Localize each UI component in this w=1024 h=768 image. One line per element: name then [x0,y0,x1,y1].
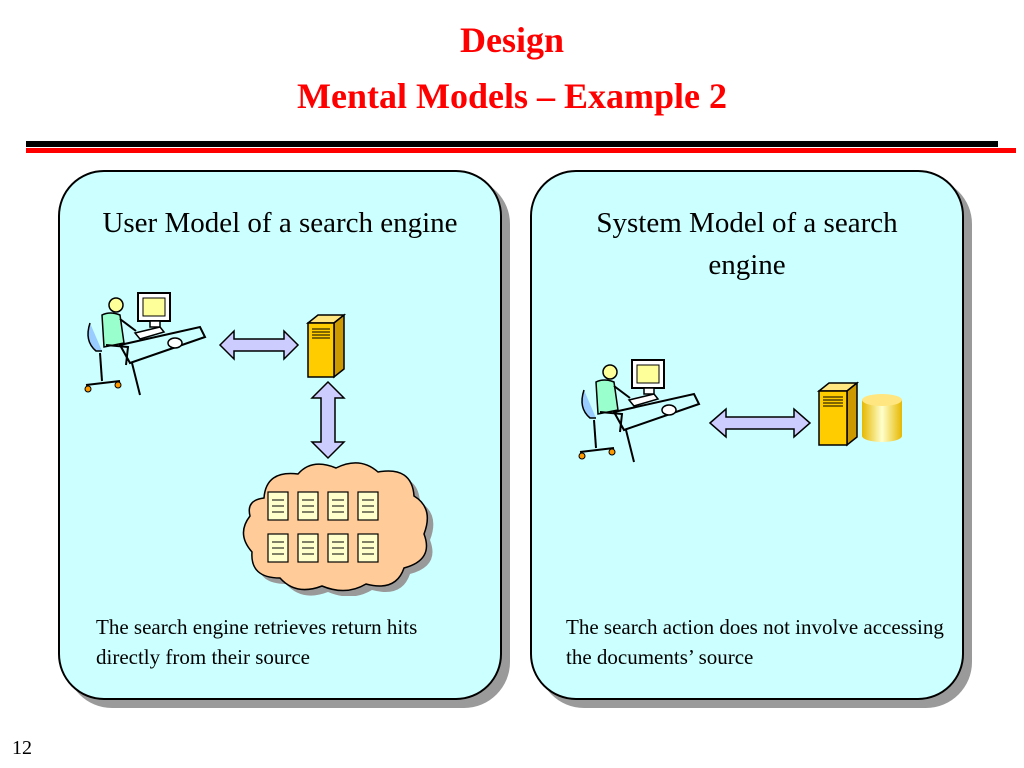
user-model-caption: The search engine retrieves return hits … [96,615,418,669]
server-icon [305,313,347,379]
double-arrow-icon [218,329,300,361]
system-model-caption: The search action does not involve acces… [566,615,944,669]
page-number: 12 [12,737,32,759]
server-icon [816,381,860,447]
slide-subtitle: Mental Models – Example 2 [297,76,727,116]
user-model-heading: User Model of a search engine [102,207,458,239]
user-at-computer-icon [84,292,207,396]
user-model-panel: User Model of a search engine The search… [58,170,502,700]
vertical-double-arrow-icon [310,380,346,460]
slide-title: Design [459,20,564,60]
document-cloud-icon [242,462,434,596]
title-divider-black [26,141,998,147]
double-arrow-icon [708,407,812,439]
title-divider-red [26,148,1016,153]
user-at-computer-icon [578,359,701,463]
system-model-heading: System Model of a search engine [596,207,898,281]
database-cylinder-icon [862,394,902,442]
